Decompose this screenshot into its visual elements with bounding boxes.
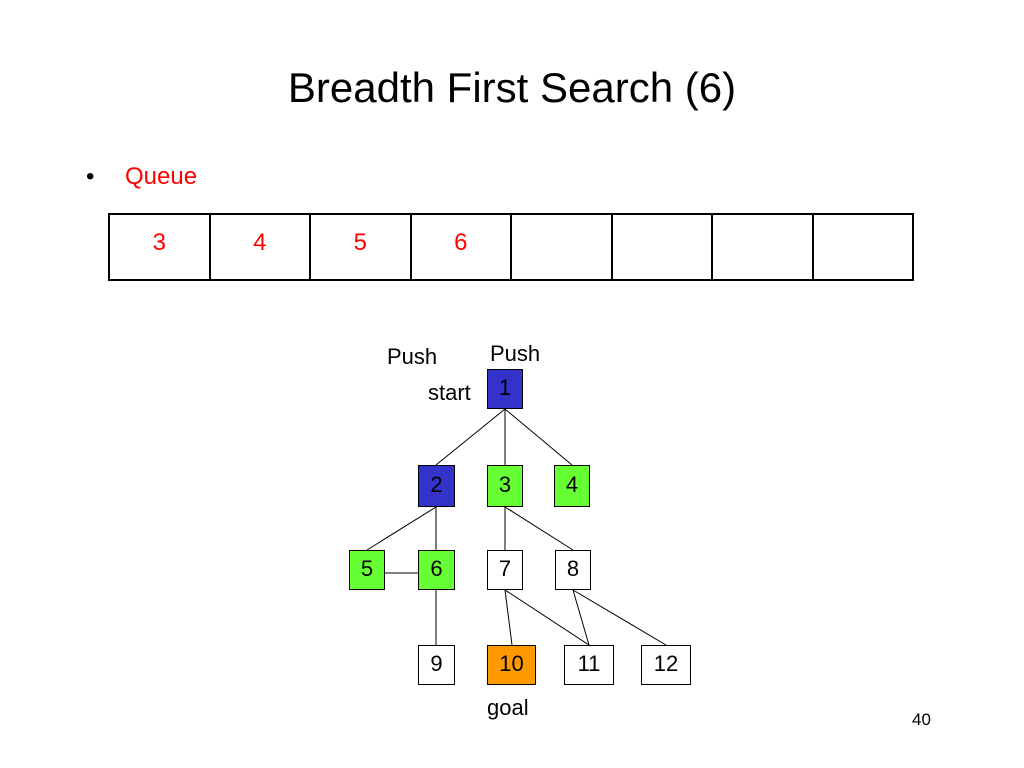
edge-2-5	[366, 506, 437, 551]
queue-cell: 5	[309, 215, 410, 279]
queue-cell	[610, 215, 712, 279]
push-label-right: Push	[490, 341, 541, 366]
edge-7-11	[504, 589, 590, 646]
page-number: 40	[912, 710, 931, 729]
tree-node-11: 11	[564, 645, 614, 685]
queue-cell: 3	[152, 229, 166, 256]
push-label-left: Push	[387, 344, 438, 369]
bullet-dot: •	[86, 163, 95, 190]
tree-node-12: 12	[641, 645, 691, 685]
queue-cell	[711, 215, 812, 279]
edge-1-4	[504, 408, 573, 466]
queue-cell	[811, 215, 913, 279]
tree-node-10: 10	[487, 645, 536, 685]
queue-cell: 6	[409, 215, 511, 279]
goal-label: goal	[487, 695, 529, 720]
tree-node-9: 9	[418, 645, 455, 685]
edge-1-2	[435, 408, 506, 466]
tree-node-4: 4	[554, 465, 590, 507]
tree-node-1: 1	[487, 369, 523, 409]
tree-node-5: 5	[349, 550, 385, 590]
edge-3-8	[504, 506, 574, 551]
tree-node-3: 3	[487, 465, 523, 507]
tree-node-2: 2	[418, 465, 455, 507]
edge-8-12	[572, 589, 667, 646]
slide-title: Breadth First Search (6)	[287, 64, 737, 111]
edge-8-11	[572, 589, 590, 646]
tree-node-7: 7	[487, 550, 523, 590]
queue-table: 3 4 5 6	[108, 213, 914, 281]
start-label: start	[428, 380, 471, 405]
edge-7-10	[504, 589, 513, 646]
queue-cell	[510, 215, 611, 279]
tree-node-6: 6	[418, 550, 455, 590]
bullet-label: Queue	[125, 163, 198, 190]
tree-node-8: 8	[555, 550, 591, 590]
queue-cell: 4	[208, 215, 310, 279]
